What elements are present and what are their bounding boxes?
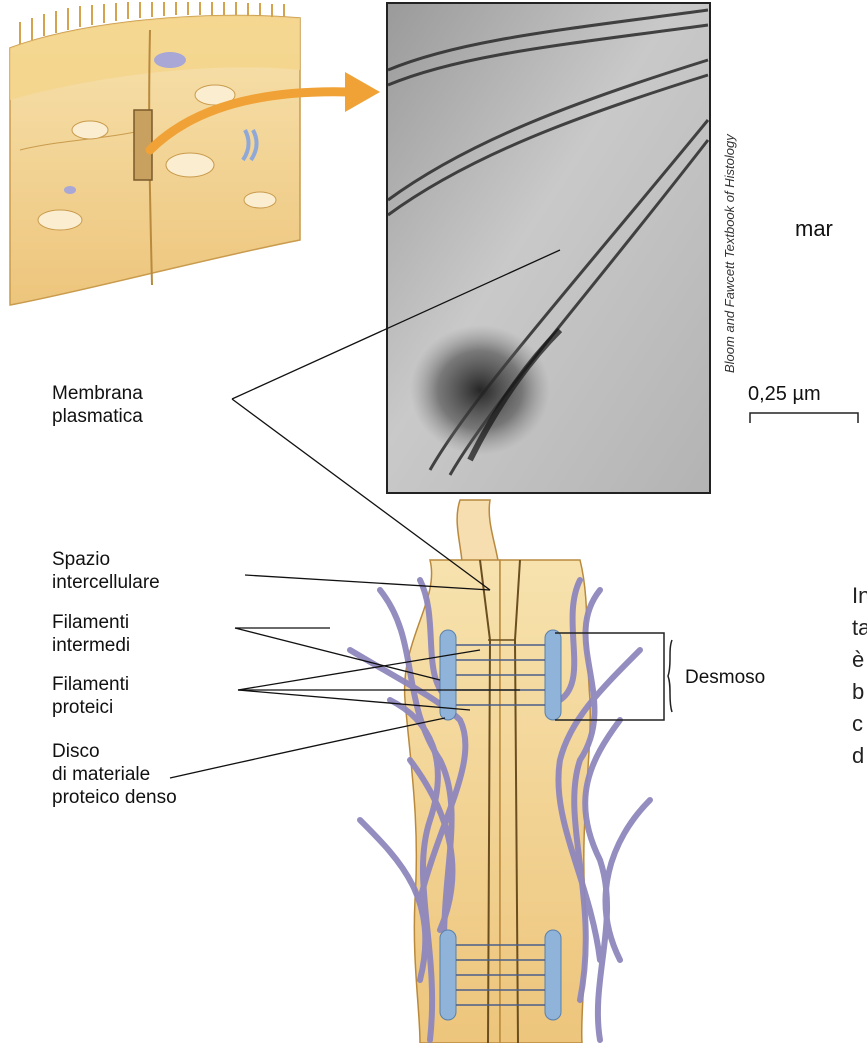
cut-text-2: ta	[852, 612, 867, 644]
cut-text-3: è	[852, 644, 864, 676]
cut-text-4: b	[852, 676, 864, 708]
image-credit: Bloom and Fawcett Textbook of Histology	[722, 128, 742, 373]
scale-bar-line	[750, 413, 858, 423]
label-membrana-plasmatica: Membrana plasmatica	[52, 382, 143, 428]
scale-bar-label: 0,25 µm	[748, 383, 821, 406]
side-text: mar	[795, 216, 833, 242]
label-filamenti-intermedi: Filamenti intermedi	[52, 611, 130, 657]
electron-micrograph	[387, 3, 710, 493]
cut-text-6: d	[852, 740, 864, 772]
label-spazio-intercellulare: Spazio intercellulare	[52, 548, 160, 594]
label-disco: Disco di materiale proteico denso	[52, 740, 177, 809]
desmosome-diagram	[350, 500, 672, 1043]
epithelium-block	[10, 2, 300, 305]
label-filamenti-proteici: Filamenti proteici	[52, 673, 129, 719]
cut-text-1: In	[852, 580, 867, 612]
cut-text-5: c	[852, 708, 863, 740]
label-desmosoma: Desmoso	[685, 666, 765, 689]
